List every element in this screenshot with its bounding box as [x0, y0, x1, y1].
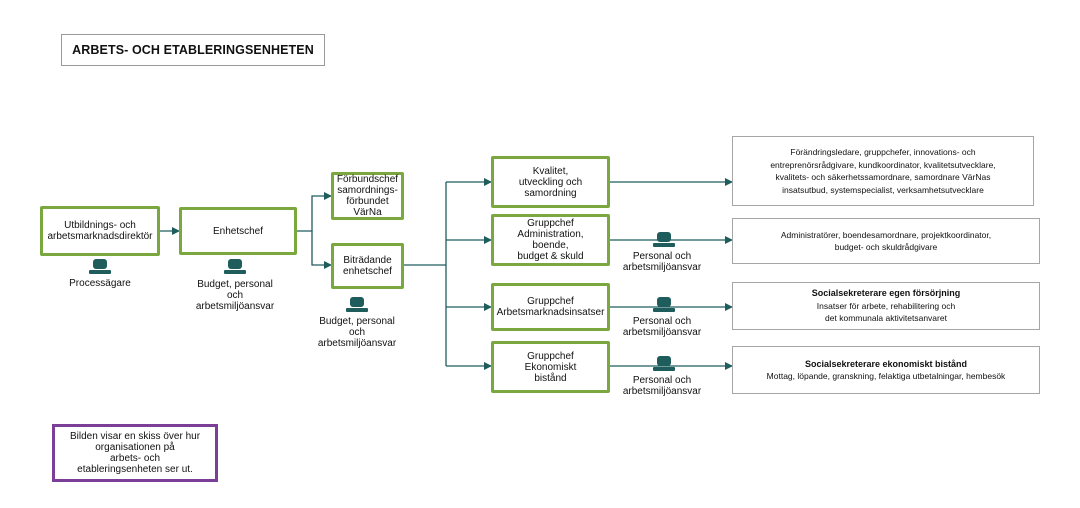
desc-economic-heading: Socialsekreterare ekonomiskt bistånd — [804, 358, 968, 369]
caption-deputy-chief: Budget, personal och arbetsmiljöansvar — [317, 316, 397, 349]
caption-group-economic: Personal och arbetsmiljöansvar — [622, 375, 702, 397]
node-group-admin-label: Gruppchef Administration, boende, budget… — [517, 218, 584, 262]
node-federation-chief: Förbundschef samordnings- förbundet VärN… — [331, 172, 404, 220]
node-group-economic-label: Gruppchef Ekonomiskt bistånd — [524, 350, 577, 384]
desc-labour: Socialsekreterare egen försörjning Insat… — [732, 282, 1040, 330]
person-icon — [224, 259, 246, 274]
desc-admin: Administratörer, boendesamordnare, proje… — [732, 218, 1040, 264]
diagram-title: ARBETS- OCH ETABLERINGSENHETEN — [61, 34, 325, 66]
node-unit-chief-label: Enhetschef — [212, 225, 264, 237]
caption-director: Processägare — [69, 278, 131, 289]
desc-admin-body: Administratörer, boendesamordnare, proje… — [780, 229, 992, 253]
node-deputy-chief: Biträdande enhetschef — [331, 243, 404, 289]
desc-labour-heading: Socialsekreterare egen försörjning — [811, 288, 961, 299]
person-icon — [653, 297, 675, 312]
caption-unit-chief: Budget, personal och arbetsmiljöansvar — [195, 279, 275, 312]
node-group-labour-label: Gruppchef Arbetsmarknadsinsatser — [496, 296, 605, 318]
node-group-admin: Gruppchef Administration, boende, budget… — [491, 214, 610, 266]
person-icon — [653, 232, 675, 247]
desc-quality-body: Förändringsledare, gruppchefer, innovati… — [770, 147, 996, 195]
desc-economic-body: Mottag, löpande, granskning, felaktiga u… — [766, 371, 1006, 381]
person-icon — [653, 356, 675, 371]
arrow-unit-chief-to-federation — [297, 192, 332, 232]
desc-economic: Socialsekreterare ekonomiskt bistånd Mot… — [732, 346, 1040, 394]
node-federation-chief-label: Förbundschef samordnings- förbundet VärN… — [336, 174, 399, 218]
person-icon — [89, 259, 111, 274]
caption-group-admin: Personal och arbetsmiljöansvar — [622, 251, 702, 273]
desc-quality: Förändringsledare, gruppchefer, innovati… — [732, 136, 1034, 206]
desc-labour-body: Insatser för arbete, rehabilitering och … — [816, 300, 956, 324]
diagram-note: Bilden visar en skiss över hur organisat… — [52, 424, 218, 482]
node-group-economic: Gruppchef Ekonomiskt bistånd — [491, 341, 610, 393]
node-quality-label: Kvalitet, utveckling och samordning — [518, 165, 583, 199]
arrow-unit-chief-to-deputy — [311, 231, 332, 269]
caption-group-labour: Personal och arbetsmiljöansvar — [622, 316, 702, 338]
person-icon — [346, 297, 368, 312]
node-unit-chief: Enhetschef — [179, 207, 297, 255]
node-group-labour: Gruppchef Arbetsmarknadsinsatser — [491, 283, 610, 331]
node-director-label: Utbildnings- och arbetsmarknadsdirektör — [47, 220, 153, 242]
node-director: Utbildnings- och arbetsmarknadsdirektör — [40, 206, 160, 256]
node-deputy-chief-label: Biträdande enhetschef — [343, 255, 392, 277]
node-quality: Kvalitet, utveckling och samordning — [491, 156, 610, 208]
